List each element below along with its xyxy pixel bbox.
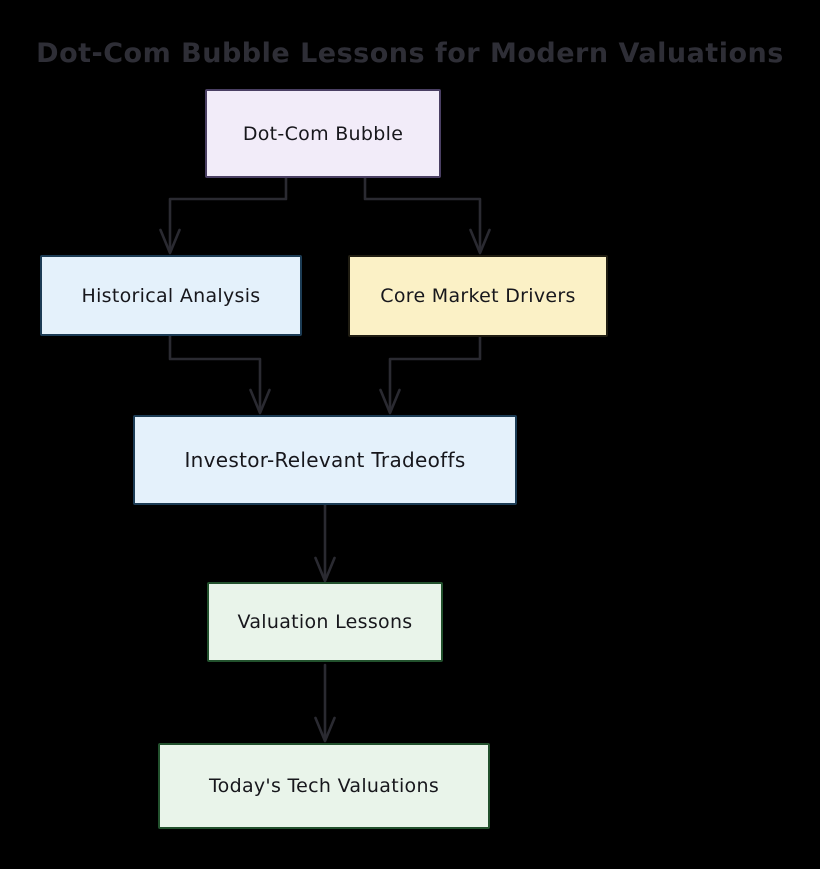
node-dot-com-bubble: Dot-Com Bubble (205, 89, 441, 178)
node-label: Dot-Com Bubble (242, 122, 404, 145)
node-core-market-drivers: Core Market Drivers (348, 255, 608, 337)
node-investor-relevant-tradeoffs: Investor-Relevant Tradeoffs (133, 415, 517, 505)
node-label: Core Market Drivers (380, 285, 576, 307)
node-todays-tech-valuations: Today's Tech Valuations (158, 743, 490, 829)
edge-core-to-investor (388, 335, 482, 411)
arrowhead-down-icon (159, 228, 181, 255)
node-label: Valuation Lessons (237, 611, 413, 633)
arrowhead-down-icon (469, 228, 491, 255)
arrowhead-down-icon (314, 556, 336, 583)
node-historical-analysis: Historical Analysis (40, 255, 302, 336)
arrowhead-down-icon (249, 388, 271, 415)
node-valuation-lessons: Valuation Lessons (207, 582, 443, 662)
arrowhead-down-icon (379, 388, 401, 415)
edge-dotcom-to-historical (168, 176, 288, 251)
diagram-title: Dot-Com Bubble Lessons for Modern Valuat… (36, 38, 784, 69)
arrowhead-down-icon (314, 716, 336, 743)
node-label: Investor-Relevant Tradeoffs (184, 448, 466, 472)
edge-historical-to-investor (168, 334, 262, 411)
edge-dotcom-to-core (363, 176, 482, 251)
node-label: Today's Tech Valuations (208, 775, 440, 797)
node-label: Historical Analysis (81, 284, 261, 307)
